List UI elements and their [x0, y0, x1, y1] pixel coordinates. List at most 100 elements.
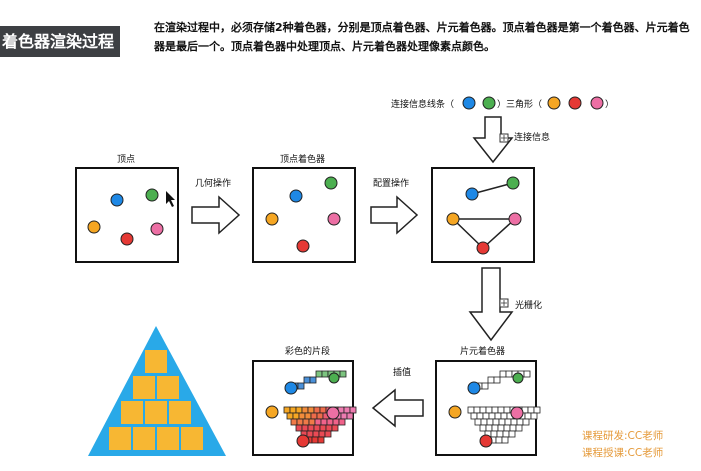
vertex-blue [110, 193, 124, 207]
fragment-pixel [302, 418, 310, 426]
cfg-green [506, 176, 520, 190]
fragment-pixel [301, 406, 309, 414]
page-title: 着色器渲染过程 [0, 26, 120, 57]
line-pixel [481, 382, 489, 390]
vertex-orange [87, 220, 101, 234]
pyramid-blocks [109, 350, 203, 450]
fragment-pixel [338, 418, 346, 426]
fragment-pixel [313, 424, 321, 432]
fragment-pixel [491, 424, 499, 432]
colored-fragment-grid [283, 370, 357, 444]
pyramid-block [157, 376, 179, 399]
fragment-pixel [306, 430, 314, 438]
fragment-pixel [326, 418, 334, 426]
fragment-pixel [296, 418, 304, 426]
vs-red [296, 239, 310, 253]
triangle-shape [451, 218, 517, 250]
geometry-op-arrow-icon [191, 195, 241, 235]
fs-pink [510, 406, 524, 420]
line-pixel [505, 370, 513, 378]
fragment-pixel [346, 412, 354, 420]
pyramid-block [181, 427, 203, 450]
pyramid-block [157, 427, 179, 450]
fragment-pixel [289, 406, 297, 414]
fragment-pixel [510, 418, 518, 426]
legend-pink-circle [590, 96, 604, 110]
fragment-pixel [317, 436, 325, 444]
fragment-pixel [494, 412, 502, 420]
rasterize-arrow-icon [468, 267, 514, 342]
legend-triangle-label: ）三角形（ [497, 100, 543, 110]
fragment-pixel [503, 424, 511, 432]
fragment-pixel [497, 424, 505, 432]
mouse-cursor-icon [166, 191, 175, 207]
fragment-pixel [482, 412, 490, 420]
cf-pink [326, 406, 340, 420]
fragment-pixel [491, 406, 499, 414]
fragment-pixel [318, 430, 326, 438]
pyramid-block [145, 401, 167, 424]
fragment-pixel [479, 424, 487, 432]
fragment-pixel [504, 418, 512, 426]
fragment-shader-label: 片元着色器 [460, 347, 506, 357]
legend-lines-label: 连接信息线条（ [391, 100, 455, 110]
line-pixel [487, 376, 495, 384]
fragment-pixel [488, 412, 496, 420]
fragment-pixel [308, 418, 316, 426]
fragment-pixel [516, 418, 524, 426]
connect-line [471, 182, 514, 195]
fragment-pixel [320, 418, 328, 426]
fragment-pixel [515, 424, 523, 432]
fragment-pixel [500, 412, 508, 420]
cfg-pink [508, 212, 522, 226]
cfg-blue [465, 187, 479, 201]
line-pixel [493, 376, 501, 384]
fragment-pixel [319, 424, 327, 432]
fs-orange [448, 405, 462, 419]
fragment-pixel [474, 418, 482, 426]
fragment-pixel [497, 406, 505, 414]
vs-pink [327, 212, 341, 226]
pyramid-block [109, 427, 131, 450]
fragment-pixel [503, 406, 511, 414]
line-pixel [309, 376, 317, 384]
fragment-pixel [324, 430, 332, 438]
fragment-pixel [530, 412, 538, 420]
fragment-pixel [290, 418, 298, 426]
fragment-pixel [313, 406, 321, 414]
line-pixel [523, 370, 531, 378]
line-pixel [339, 370, 347, 378]
fragment-pixel [495, 436, 503, 444]
fragment-pixel [312, 430, 320, 438]
line-pixel [321, 370, 329, 378]
fragment-pixel [485, 424, 493, 432]
cf-blue [284, 381, 298, 395]
fragment-pixel [470, 412, 478, 420]
fragment-pixel [319, 406, 327, 414]
pyramid-block [169, 401, 191, 424]
fragment-pixel [508, 430, 516, 438]
line-pixel [297, 382, 305, 390]
fragment-pixel [349, 406, 357, 414]
vertex-pink [150, 222, 164, 236]
fragment-pixel [340, 412, 348, 420]
fragment-pixel [301, 424, 309, 432]
fragment-pixel [527, 406, 535, 414]
fragment-pixel [502, 430, 510, 438]
fragment-pixel [325, 424, 333, 432]
fragment-pixel [476, 412, 484, 420]
interpolate-arrow-icon [371, 388, 424, 428]
fragment-pixel [490, 430, 498, 438]
fragment-pixel [479, 406, 487, 414]
fragment-pixel [307, 406, 315, 414]
credit-teaching: 课程授课:CC老师 [582, 447, 664, 459]
fragment-pixel [522, 418, 530, 426]
cf-green [328, 372, 340, 384]
pyramid-block [145, 350, 167, 373]
vertices-label: 顶点 [117, 155, 136, 165]
fragment-pixel [524, 412, 532, 420]
fragment-pixel [486, 418, 494, 426]
line-pixel [303, 376, 311, 384]
